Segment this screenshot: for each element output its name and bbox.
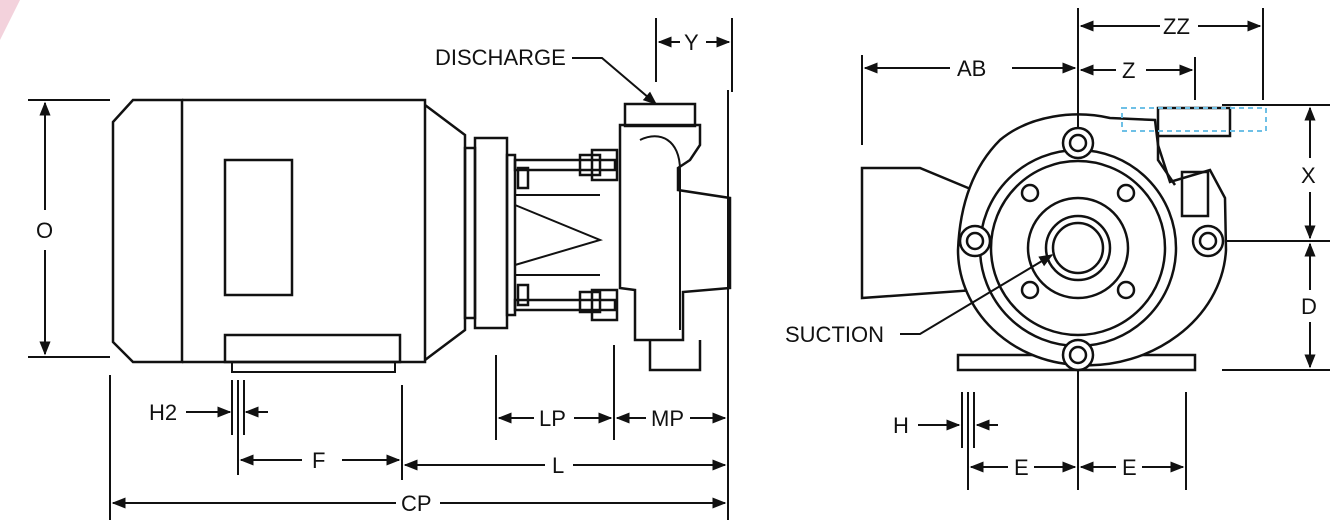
label-ab: AB — [957, 56, 986, 81]
label-e-right: E — [1122, 455, 1137, 480]
suction-callout: SUCTION — [785, 254, 1054, 347]
dimension-f: F — [239, 448, 401, 473]
motor-drawing — [111, 98, 467, 373]
label-mp: MP — [651, 406, 684, 431]
label-suction: SUCTION — [785, 322, 884, 347]
label-z: Z — [1122, 58, 1135, 83]
label-cp: CP — [401, 491, 432, 516]
dimension-lp: LP — [497, 406, 613, 431]
dimension-zz: ZZ — [1079, 14, 1262, 39]
dimension-d: D — [1301, 242, 1317, 369]
corner-accent — [0, 0, 20, 40]
pump-end-drawing — [860, 106, 1267, 372]
dimension-y: Y — [655, 18, 733, 92]
label-e-left: E — [1014, 455, 1029, 480]
dimension-ab: AB — [863, 56, 1077, 81]
discharge-callout: DISCHARGE — [435, 45, 658, 105]
label-d: D — [1301, 294, 1317, 319]
dimension-z: Z — [1079, 58, 1194, 83]
label-f: F — [312, 448, 325, 473]
dimension-e-right: E — [1079, 455, 1185, 480]
dimension-cp: CP — [111, 491, 727, 516]
end-view: AB ZZ Z X D SUCTION — [785, 8, 1330, 490]
dimension-mp: MP — [615, 406, 727, 431]
label-x: X — [1301, 163, 1316, 188]
dimension-h: H — [893, 392, 998, 448]
dimension-l: L — [403, 453, 727, 478]
label-discharge: DISCHARGE — [435, 45, 566, 70]
dimension-x: X — [1301, 106, 1316, 240]
label-h2: H2 — [149, 400, 177, 425]
label-zz: ZZ — [1163, 14, 1190, 39]
dimension-h2: H2 — [149, 380, 268, 475]
dimension-o: O — [28, 99, 110, 358]
label-o: O — [36, 218, 53, 243]
pump-casing-drawing — [618, 102, 732, 372]
adapter-drawing — [463, 136, 619, 330]
label-lp: LP — [539, 406, 566, 431]
label-l: L — [552, 453, 564, 478]
side-view: O DISCHARGE Y H2 — [28, 18, 733, 520]
label-h: H — [893, 413, 909, 438]
label-y: Y — [684, 30, 699, 55]
dimension-e-left: E — [969, 455, 1077, 480]
